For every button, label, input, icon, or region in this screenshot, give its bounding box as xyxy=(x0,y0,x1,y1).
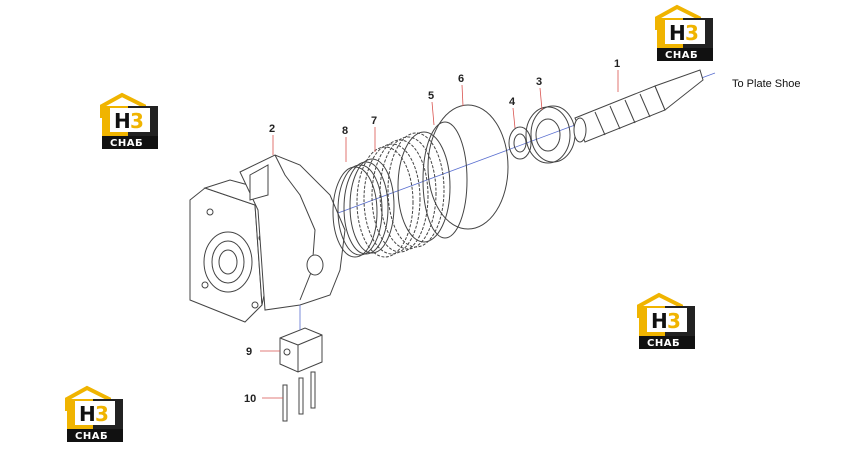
callout-4: 4 xyxy=(509,96,516,108)
svg-text:3: 3 xyxy=(130,109,144,133)
watermark-logo: H 3 СНАБ xyxy=(65,385,123,442)
watermark-logo: H 3 СНАБ xyxy=(637,292,695,349)
watermark-logo: H 3 СНАБ xyxy=(100,92,158,149)
part-5-snap-ring xyxy=(422,121,468,239)
svg-text:H: H xyxy=(651,309,668,333)
svg-text:H: H xyxy=(114,109,131,133)
callout-3: 3 xyxy=(536,76,542,88)
svg-text:H: H xyxy=(79,402,96,426)
part-4-seal xyxy=(508,126,532,160)
part-7-friction-discs xyxy=(356,131,451,258)
svg-text:СНАБ: СНАБ xyxy=(665,50,698,61)
svg-text:H: H xyxy=(669,21,686,45)
leader-lines xyxy=(260,70,619,399)
callout-1: 1 xyxy=(614,58,620,70)
svg-text:СНАБ: СНАБ xyxy=(647,338,680,349)
callout-5: 5 xyxy=(428,90,434,102)
svg-text:СНАБ: СНАБ xyxy=(110,138,143,149)
watermark-logo: H 3 СНАБ xyxy=(655,4,713,61)
part-9-valve-block xyxy=(279,327,323,373)
callout-7: 7 xyxy=(371,115,377,127)
svg-text:СНАБ: СНАБ xyxy=(75,431,108,442)
callout-10: 10 xyxy=(244,393,256,405)
part-1-splined-shaft xyxy=(573,69,704,143)
part-2-motor-housing xyxy=(189,154,346,323)
part-10-bolts xyxy=(282,371,316,422)
svg-text:3: 3 xyxy=(95,402,109,426)
to-plate-shoe-annotation: To Plate Shoe xyxy=(732,78,801,90)
part-8-friction-plates xyxy=(332,158,395,258)
part-6-cover-plate xyxy=(427,104,509,230)
callout-6: 6 xyxy=(458,73,464,85)
callout-9: 9 xyxy=(246,346,252,358)
svg-text:3: 3 xyxy=(685,21,699,45)
svg-text:3: 3 xyxy=(667,309,681,333)
callout-2: 2 xyxy=(269,123,275,135)
callout-8: 8 xyxy=(342,125,348,137)
